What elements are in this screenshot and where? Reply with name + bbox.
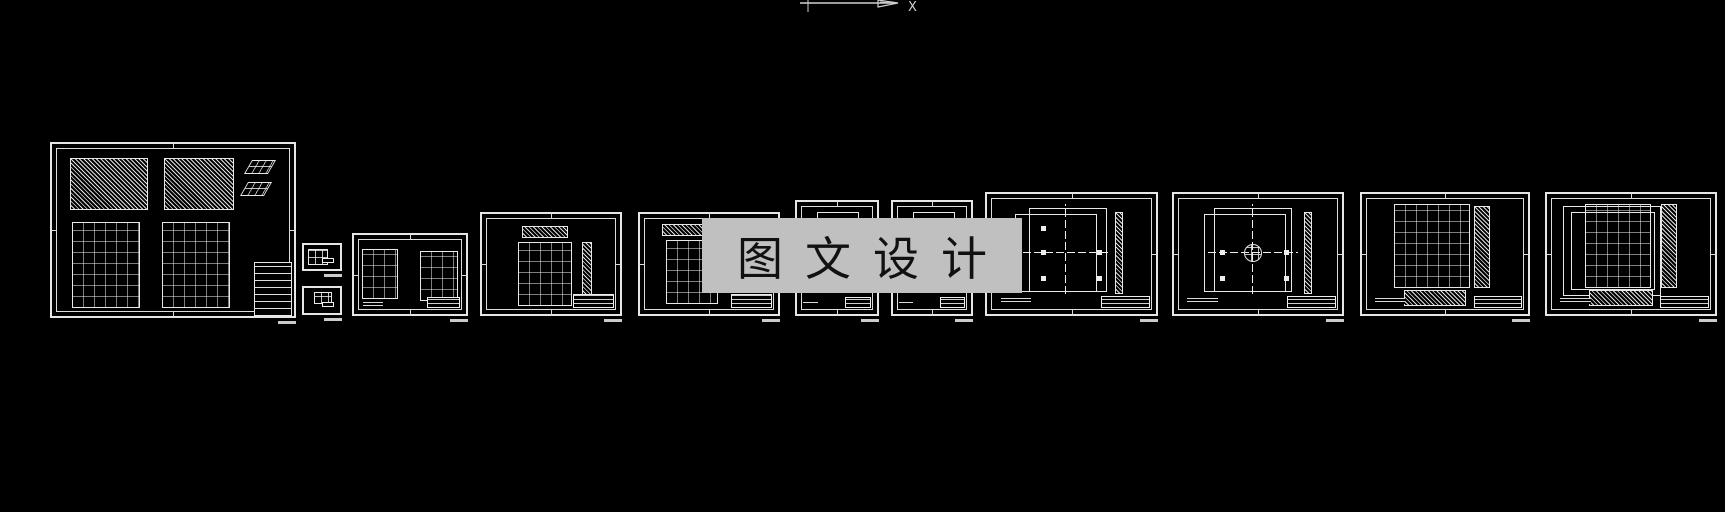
drawing-sheet-plate-a[interactable] <box>480 212 622 322</box>
ucs-axis-icon: X <box>800 0 917 15</box>
drawing-sheet-detail-a[interactable] <box>302 243 342 277</box>
bottom-section <box>1404 290 1466 306</box>
x-axis-label: X <box>908 0 917 15</box>
plan-view <box>362 249 398 299</box>
center-feature <box>1244 244 1262 262</box>
plan-view <box>1394 204 1470 288</box>
plan-view-left <box>72 222 140 308</box>
drawing-sheet-mold-plate[interactable] <box>1360 192 1530 322</box>
drawing-sheet-plate-d[interactable] <box>1172 192 1344 322</box>
watermark-text: 图文设计 <box>737 231 1009 286</box>
parts-list <box>254 262 292 316</box>
sheet-border <box>56 148 290 312</box>
top-section <box>522 226 568 238</box>
plate-outline-offset <box>1015 214 1097 292</box>
side-section <box>1661 204 1677 288</box>
drawing-sheet-detail-b[interactable] <box>302 286 342 321</box>
drawing-sheet-plan-pair[interactable] <box>352 233 468 322</box>
side-section <box>1115 212 1123 294</box>
plan-view <box>420 251 458 301</box>
front-elevation <box>70 158 148 210</box>
plan-view-right <box>162 222 230 308</box>
side-section <box>1304 212 1312 294</box>
plan-view <box>1585 204 1651 288</box>
top-section <box>662 224 704 236</box>
watermark-banner: 图文设计 <box>702 218 1022 293</box>
plan-view <box>518 242 572 306</box>
side-elevation <box>164 158 234 210</box>
bottom-section <box>1589 290 1653 306</box>
drawing-sheet-assembly[interactable] <box>50 142 296 324</box>
side-section <box>1474 206 1490 288</box>
drawing-sheet-cavity-plate[interactable] <box>1545 192 1717 322</box>
